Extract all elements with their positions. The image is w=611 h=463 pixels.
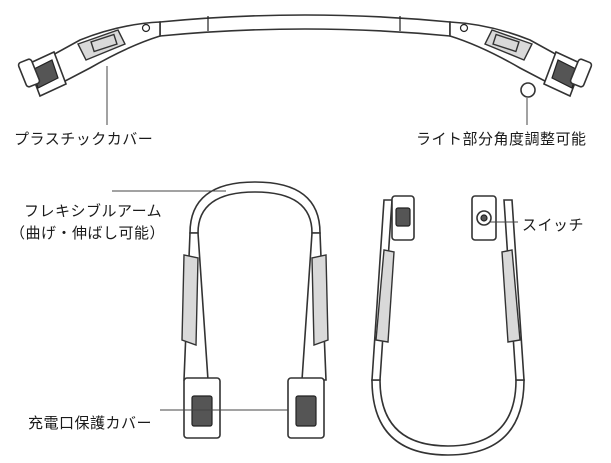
label-switch: スイッチ [522, 216, 585, 234]
label-flexible-arm-note: （曲げ・伸ばし可能） [10, 224, 166, 242]
label-charge-port-cover: 充電口保護カバー [28, 414, 153, 432]
label-angle-adjust: ライト部分角度調整可能 [416, 130, 587, 148]
label-plastic-cover: プラスチックカバー [14, 130, 154, 148]
top-device [17, 14, 593, 98]
front-view-device [181, 181, 329, 439]
label-flexible-arm: フレキシブルアーム [24, 202, 163, 220]
rear-view-device [371, 195, 525, 456]
